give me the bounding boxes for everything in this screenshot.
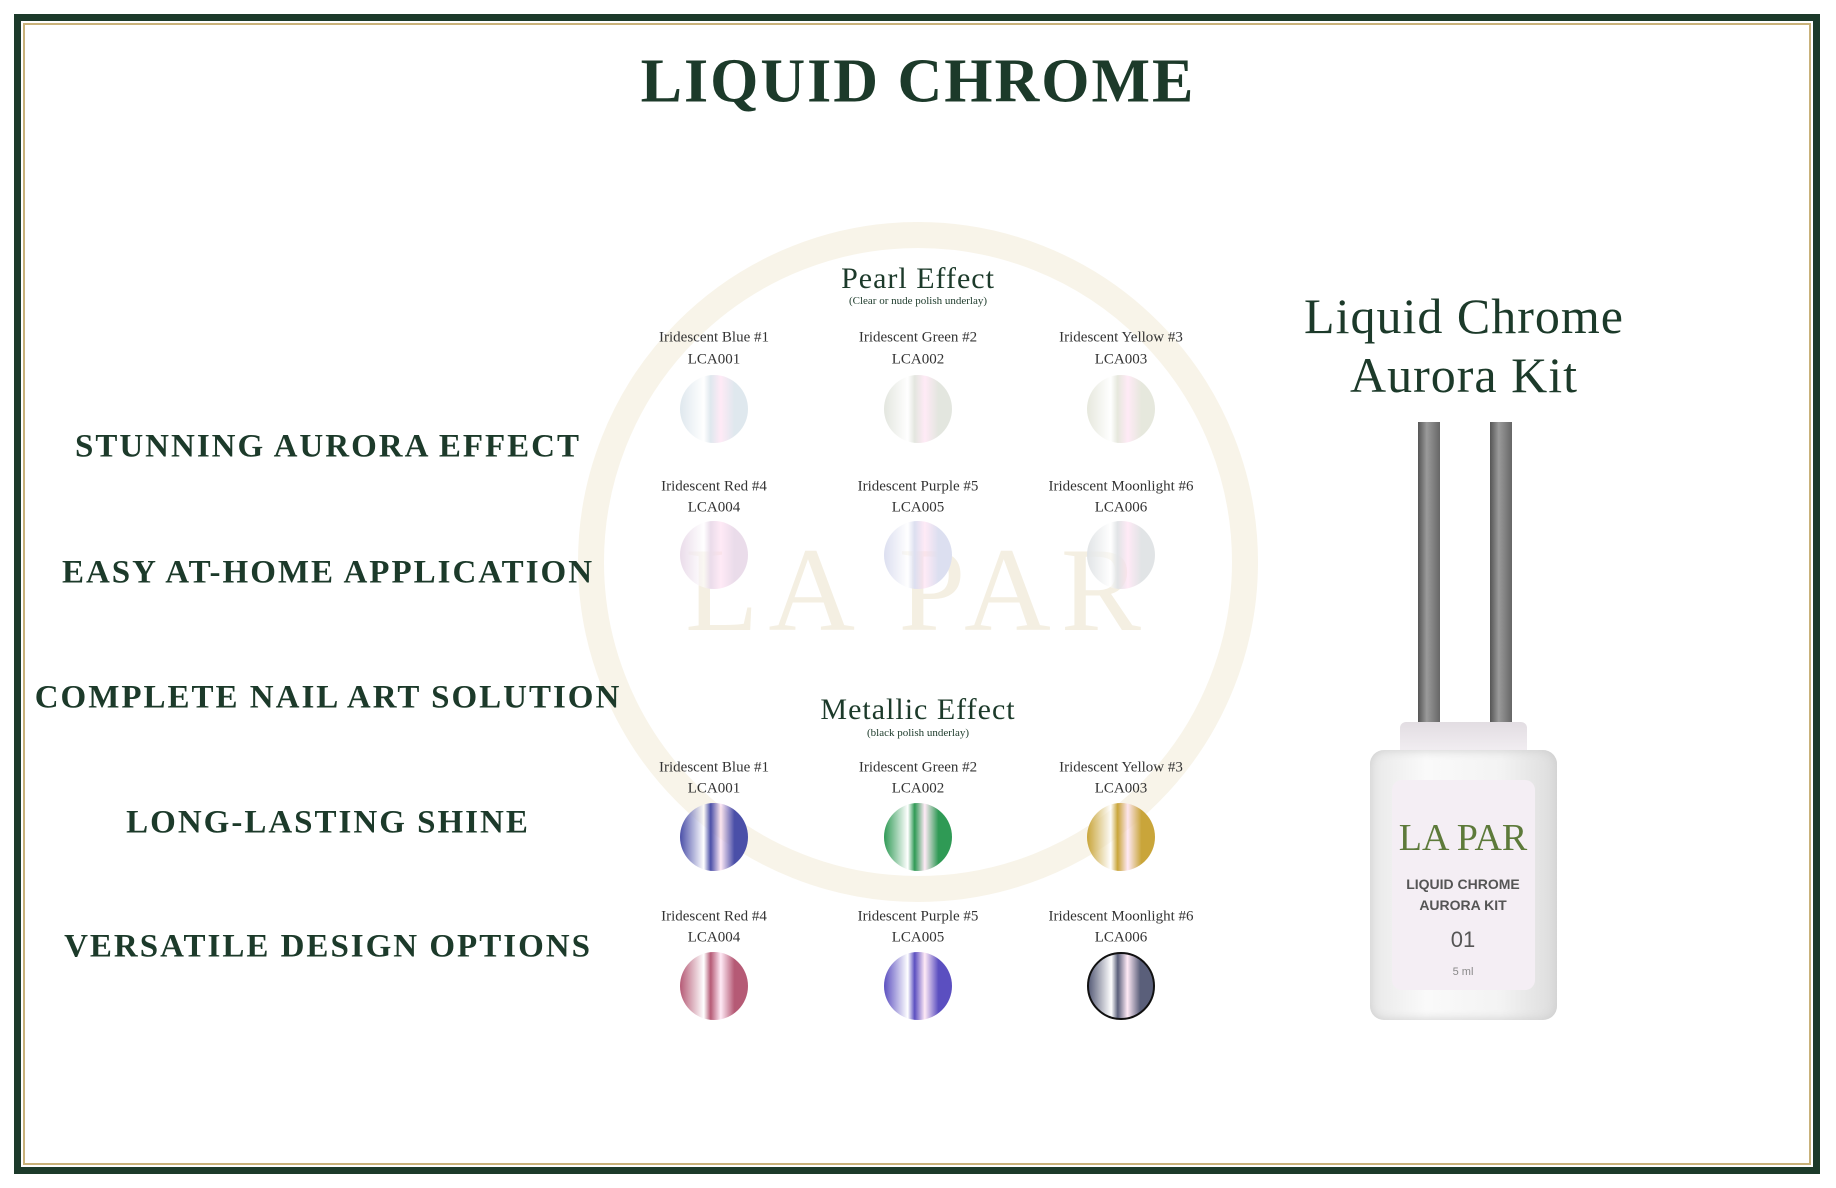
swatch-code: LCA004: [687, 499, 741, 516]
feature-1: STUNNING AURORA EFFECT: [74, 428, 582, 465]
pearl-effect-heading: Pearl Effect: [841, 262, 995, 295]
swatch-code: LCA002: [891, 351, 945, 368]
metallic-effect-subtitle: (black polish underlay): [866, 727, 970, 739]
swatch-name: Iridescent Purple #5: [857, 478, 979, 495]
swatch-code: LCA006: [1094, 499, 1148, 516]
swatch-name: Iridescent Red #4: [661, 908, 767, 925]
swatch-name: Iridescent Purple #5: [857, 908, 979, 925]
product-title-line1: Liquid Chrome: [1304, 288, 1624, 344]
color-swatch: [680, 803, 748, 871]
color-swatch: [1087, 952, 1155, 1020]
bottle-body: LA PAR LIQUID CHROME AURORA KIT 01 5 ml: [1370, 750, 1557, 1020]
swatch-name: Iridescent Green #2: [858, 759, 978, 776]
swatch-code: LCA002: [891, 780, 945, 797]
bottle-label: LA PAR LIQUID CHROME AURORA KIT 01 5 ml: [1392, 780, 1535, 990]
feature-5: VERSATILE DESIGN OPTIONS: [64, 928, 592, 965]
color-swatch: [884, 521, 952, 589]
swatch-name: Iridescent Moonlight #6: [1048, 478, 1194, 495]
color-swatch: [1087, 803, 1155, 871]
swatch-name: Iridescent Yellow #3: [1059, 759, 1183, 776]
swatch-name: Iridescent Yellow #3: [1059, 329, 1183, 346]
feature-3: COMPLETE NAIL ART SOLUTION: [34, 679, 622, 716]
brush-handle-2: [1490, 422, 1512, 728]
swatch-code: LCA001: [687, 780, 741, 797]
metallic-effect-heading: Metallic Effect: [820, 693, 1016, 726]
swatch-code: LCA005: [891, 499, 945, 516]
color-swatch: [1087, 375, 1155, 443]
feature-4: LONG-LASTING SHINE: [126, 804, 530, 841]
swatch-name: Iridescent Moonlight #6: [1048, 908, 1194, 925]
brush-handle-1: [1418, 422, 1440, 728]
product-title-line2: Aurora Kit: [1350, 347, 1578, 403]
feature-2: EASY AT-HOME APPLICATION: [61, 554, 595, 591]
swatch-code: LCA003: [1094, 780, 1148, 797]
swatch-code: LCA001: [687, 351, 741, 368]
color-swatch: [884, 375, 952, 443]
swatch-code: LCA003: [1094, 351, 1148, 368]
swatch-name: Iridescent Red #4: [661, 478, 767, 495]
color-swatch: [884, 952, 952, 1020]
color-swatch: [680, 375, 748, 443]
color-swatch: [1087, 521, 1155, 589]
label-line2: AURORA KIT: [1419, 897, 1507, 913]
label-volume: 5 ml: [1452, 966, 1474, 978]
color-swatch: [884, 803, 952, 871]
swatch-code: LCA006: [1094, 929, 1148, 946]
page-border: [14, 14, 1820, 1174]
color-swatch: [680, 521, 748, 589]
label-brand-logo: LA PAR: [1398, 817, 1528, 859]
swatch-name: Iridescent Blue #1: [659, 329, 769, 346]
swatch-code: LCA004: [687, 929, 741, 946]
label-line1: LIQUID CHROME: [1406, 876, 1520, 892]
label-number: 01: [1450, 927, 1476, 952]
swatch-code: LCA005: [891, 929, 945, 946]
color-swatch: [680, 952, 748, 1020]
pearl-effect-subtitle: (Clear or nude polish underlay): [848, 295, 988, 307]
page-title: LIQUID CHROME: [640, 47, 1196, 116]
swatch-name: Iridescent Green #2: [858, 329, 978, 346]
swatch-name: Iridescent Blue #1: [659, 759, 769, 776]
